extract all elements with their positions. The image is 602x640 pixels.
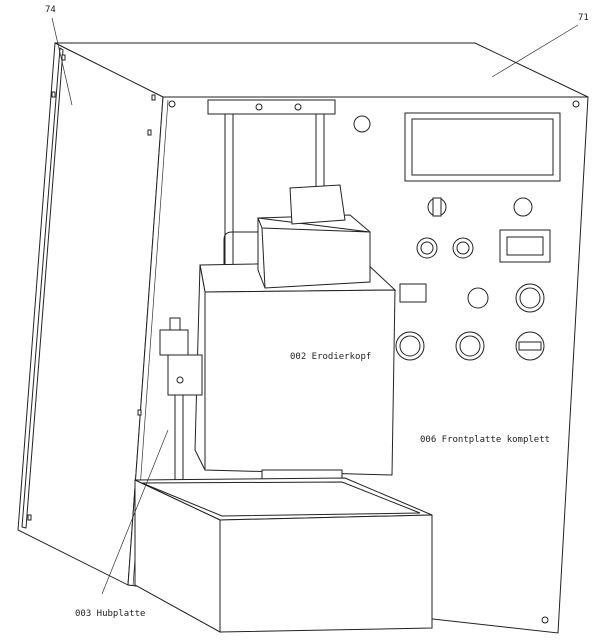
label-part-74: 74: [45, 5, 56, 15]
label-part-71: 71: [578, 13, 589, 23]
screws: [27, 54, 580, 624]
guide-rods: [207, 99, 336, 275]
leader-71: [491, 24, 579, 78]
leader-74: [51, 17, 73, 106]
label-frontplatte: 006 Frontplatte komplett: [420, 435, 550, 445]
control-knobs: [395, 197, 551, 361]
leader-hubplatte: [101, 429, 169, 595]
display-window: [404, 112, 561, 182]
erodierkopf-assembly: [194, 184, 397, 495]
side-panel-inner-edge: [21, 47, 64, 529]
label-erodierkopf: 002 Erodierkopf: [290, 352, 371, 362]
work-tray: [134, 477, 433, 633]
label-hubplatte: 003 Hubplatte: [75, 609, 145, 619]
hubplatte-part: [159, 317, 203, 491]
indicator-lamp: [353, 115, 371, 133]
